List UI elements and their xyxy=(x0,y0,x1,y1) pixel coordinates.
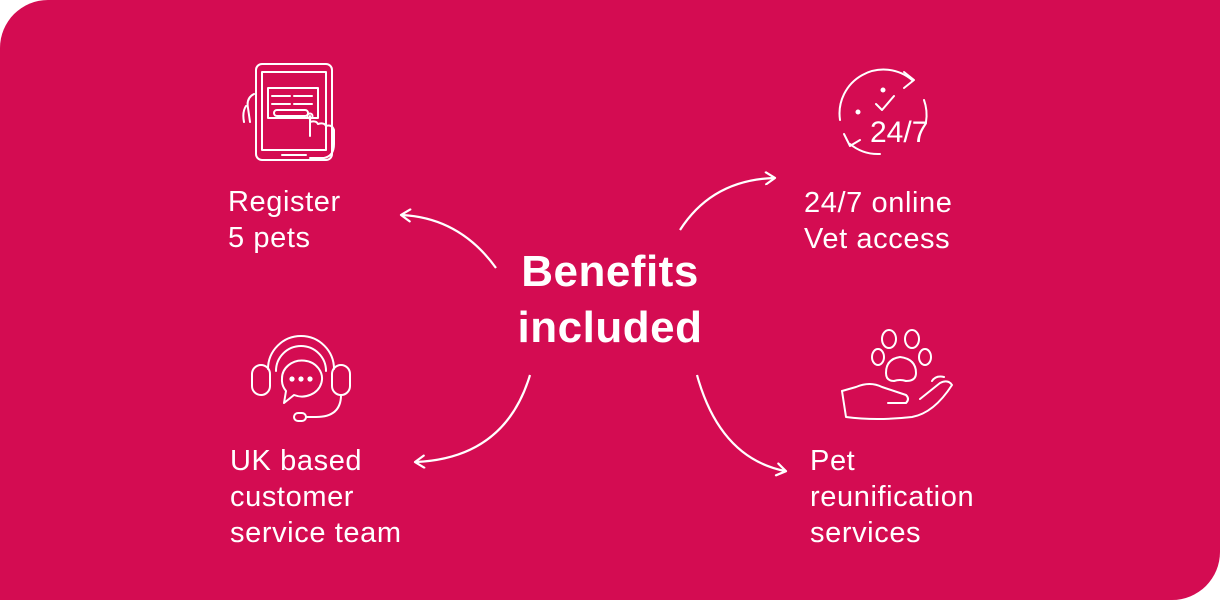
arrow-to-customer-service xyxy=(416,374,532,462)
headset-chat-icon xyxy=(246,325,356,429)
benefit-label-reunification: Pet reunification services xyxy=(810,443,974,551)
benefit-label-customer-service: UK based customer service team xyxy=(230,443,402,551)
arrow-to-register xyxy=(402,215,497,269)
benefit-label-line: Pet xyxy=(810,445,856,477)
benefit-label-line: UK based xyxy=(230,445,363,477)
center-title: Benefits included xyxy=(470,244,750,356)
arrow-to-vet-access xyxy=(679,178,774,231)
benefit-label-line: service team xyxy=(230,517,402,549)
benefit-label-line: 5 pets xyxy=(228,222,311,254)
tablet-touch-icon xyxy=(238,60,344,166)
benefit-label-line: 24/7 online xyxy=(804,187,953,219)
benefit-label-line: services xyxy=(810,517,922,549)
center-title-line-1: Benefits xyxy=(521,247,699,296)
benefit-label-line: reunification xyxy=(810,481,975,513)
clock-24-7-icon: 24/7 xyxy=(830,62,946,162)
benefit-label-line: customer xyxy=(230,481,355,513)
center-title-line-2: included xyxy=(517,303,703,352)
benefit-label-vet-access: 24/7 online Vet access xyxy=(804,185,953,257)
benefit-label-line: Register xyxy=(228,186,341,218)
benefit-label-line: Vet access xyxy=(804,223,951,255)
svg-text:24/7: 24/7 xyxy=(870,116,928,149)
arrow-to-reunification xyxy=(695,374,785,471)
paw-hand-icon xyxy=(836,325,956,429)
benefit-label-register: Register 5 pets xyxy=(228,184,341,256)
